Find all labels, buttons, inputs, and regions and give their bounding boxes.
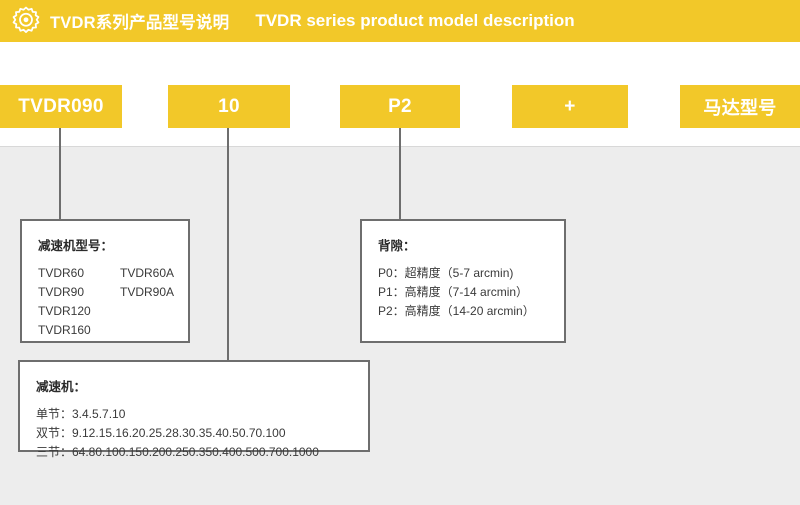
gearbox-model-item: TVDR60A — [120, 266, 175, 280]
ratio-line: 单节：3.4.5.7.10 — [36, 407, 126, 421]
info-box-backlash: 背隙： P0：超精度（5-7 arcmin) P1：高精度（7-14 arcmi… — [360, 219, 566, 343]
info-box-reduction-ratio: 减速机： 单节：3.4.5.7.10 双节：9.12.15.16.20.25.2… — [18, 360, 370, 459]
backlash-line: P0：超精度（5-7 arcmin) — [378, 266, 514, 280]
gearbox-model-grid: TVDR60 TVDR60A TVDR90 TVDR90A TVDR120 TV… — [38, 264, 175, 340]
connector-line-ratio — [227, 128, 229, 360]
ratio-line: 三节：64.80.100.150.200.250.350.400.500.700… — [36, 445, 319, 459]
model-chip-plus[interactable]: + — [512, 85, 628, 128]
gearbox-model-item: TVDR160 — [38, 323, 91, 337]
info-box-title: 背隙： — [378, 239, 416, 253]
model-chip-ratio[interactable]: 10 — [168, 85, 290, 128]
gearbox-model-item: TVDR120 — [38, 304, 91, 318]
gearbox-model-item: TVDR90 — [38, 285, 85, 299]
model-chip-backlash[interactable]: P2 — [340, 85, 460, 128]
gearbox-model-item — [120, 321, 174, 340]
header-bar: TVDR系列产品型号说明 TVDR series product model d… — [0, 0, 800, 42]
header-title-en: TVDR series product model description — [255, 11, 575, 30]
info-box-title: 减速机： — [36, 380, 87, 394]
model-code-chip-row: TVDR090 10 P2 + 马达型号 — [0, 85, 800, 128]
backlash-line: P2：高精度（14-20 arcmin） — [378, 304, 535, 318]
gearbox-model-item: TVDR90A — [120, 285, 175, 299]
backlash-line: P1：高精度（7-14 arcmin） — [378, 285, 529, 299]
header-title-cn: TVDR系列产品型号说明 — [50, 14, 230, 32]
ratio-line: 双节：9.12.15.16.20.25.28.30.35.40.50.70.10… — [36, 426, 286, 440]
gear-icon — [12, 6, 40, 33]
model-chip-series[interactable]: TVDR090 — [0, 85, 122, 128]
gearbox-model-item — [120, 302, 174, 321]
info-box-title: 减速机型号： — [38, 239, 114, 253]
model-chip-motor-type[interactable]: 马达型号 — [680, 85, 800, 128]
connector-line-backlash — [399, 128, 401, 220]
info-box-gearbox-model: 减速机型号： TVDR60 TVDR60A TVDR90 TVDR90A TVD… — [20, 219, 190, 343]
gearbox-model-item: TVDR60 — [38, 266, 85, 280]
connector-line-model — [59, 128, 61, 220]
